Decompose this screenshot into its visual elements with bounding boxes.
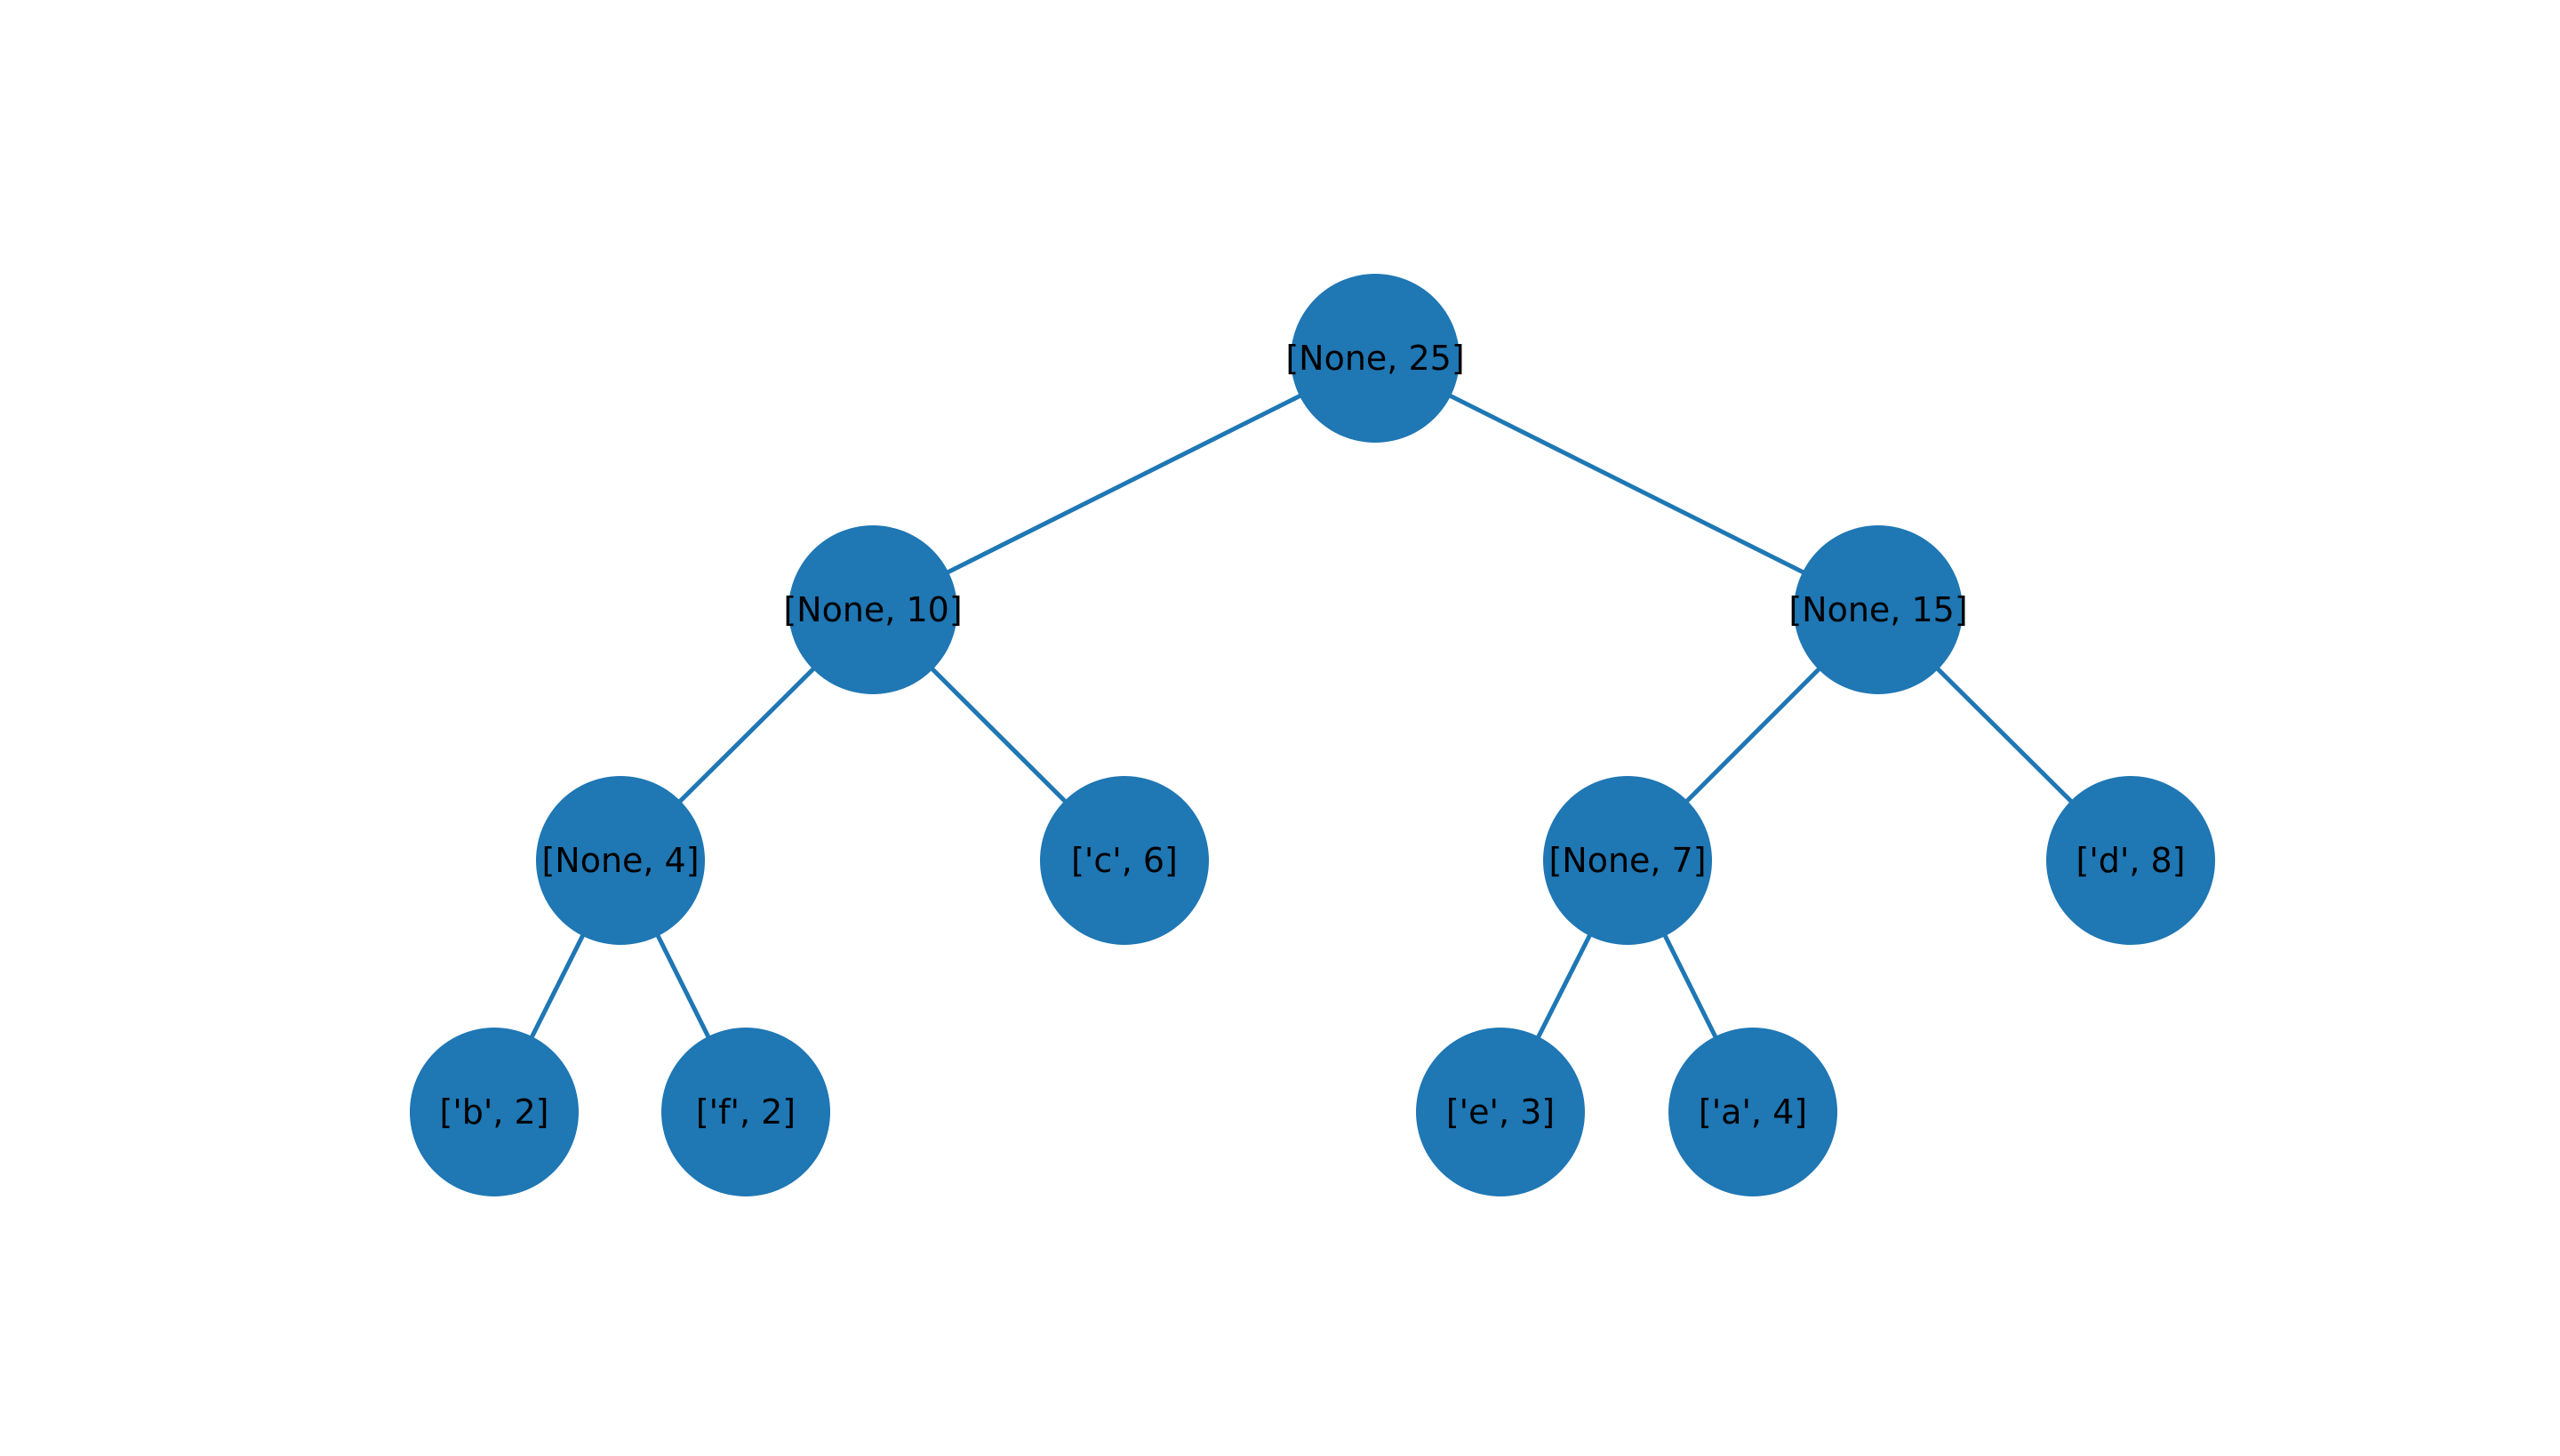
node-circle-e3	[1416, 1028, 1585, 1196]
tree-node-none10: [None, 10]	[783, 525, 963, 694]
tree-node-none15: [None, 15]	[1788, 525, 1968, 694]
tree-node-none4: [None, 4]	[536, 776, 705, 945]
node-label-b2: ['b', 2]	[440, 1092, 549, 1132]
node-circle-a4	[1668, 1028, 1837, 1196]
tree-edge-root-none15	[1373, 356, 1880, 612]
node-circle-c6	[1040, 776, 1209, 945]
node-circle-none4	[536, 776, 705, 945]
node-label-root: [None, 25]	[1285, 339, 1464, 378]
node-circle-f2	[661, 1028, 830, 1196]
node-label-none4: [None, 4]	[541, 841, 699, 880]
node-label-e3: ['e', 3]	[1446, 1092, 1555, 1132]
node-label-none7: [None, 7]	[1548, 841, 1706, 880]
tree-node-d8: ['d', 8]	[2046, 776, 2215, 945]
node-label-none15: [None, 15]	[1788, 590, 1967, 629]
node-label-d8: ['d', 8]	[2076, 841, 2186, 880]
node-label-a4: ['a', 4]	[1699, 1092, 1807, 1132]
tree-node-c6: ['c', 6]	[1040, 776, 1209, 945]
node-circle-b2	[410, 1028, 579, 1196]
node-label-c6: ['c', 6]	[1071, 841, 1178, 880]
tree-edge-root-none10	[871, 356, 1377, 612]
node-label-none10: [None, 10]	[783, 590, 962, 629]
node-circle-none10	[788, 525, 957, 694]
node-circle-none7	[1543, 776, 1712, 945]
node-circle-root	[1291, 274, 1460, 443]
nodes-layer: [None, 25] [None, 10] [None, 15] [None, 4] […	[410, 274, 2215, 1196]
tree-node-root: [None, 25]	[1285, 274, 1465, 443]
node-label-f2: ['f', 2]	[696, 1092, 796, 1132]
node-circle-none15	[1794, 525, 1963, 694]
tree-node-none7: [None, 7]	[1543, 776, 1712, 945]
tree-node-f2: ['f', 2]	[661, 1028, 830, 1196]
tree-node-b2: ['b', 2]	[410, 1028, 579, 1196]
edges-layer	[492, 356, 2132, 1114]
tree-node-e3: ['e', 3]	[1416, 1028, 1585, 1196]
node-circle-d8	[2046, 776, 2215, 945]
tree-node-a4: ['a', 4]	[1668, 1028, 1837, 1196]
